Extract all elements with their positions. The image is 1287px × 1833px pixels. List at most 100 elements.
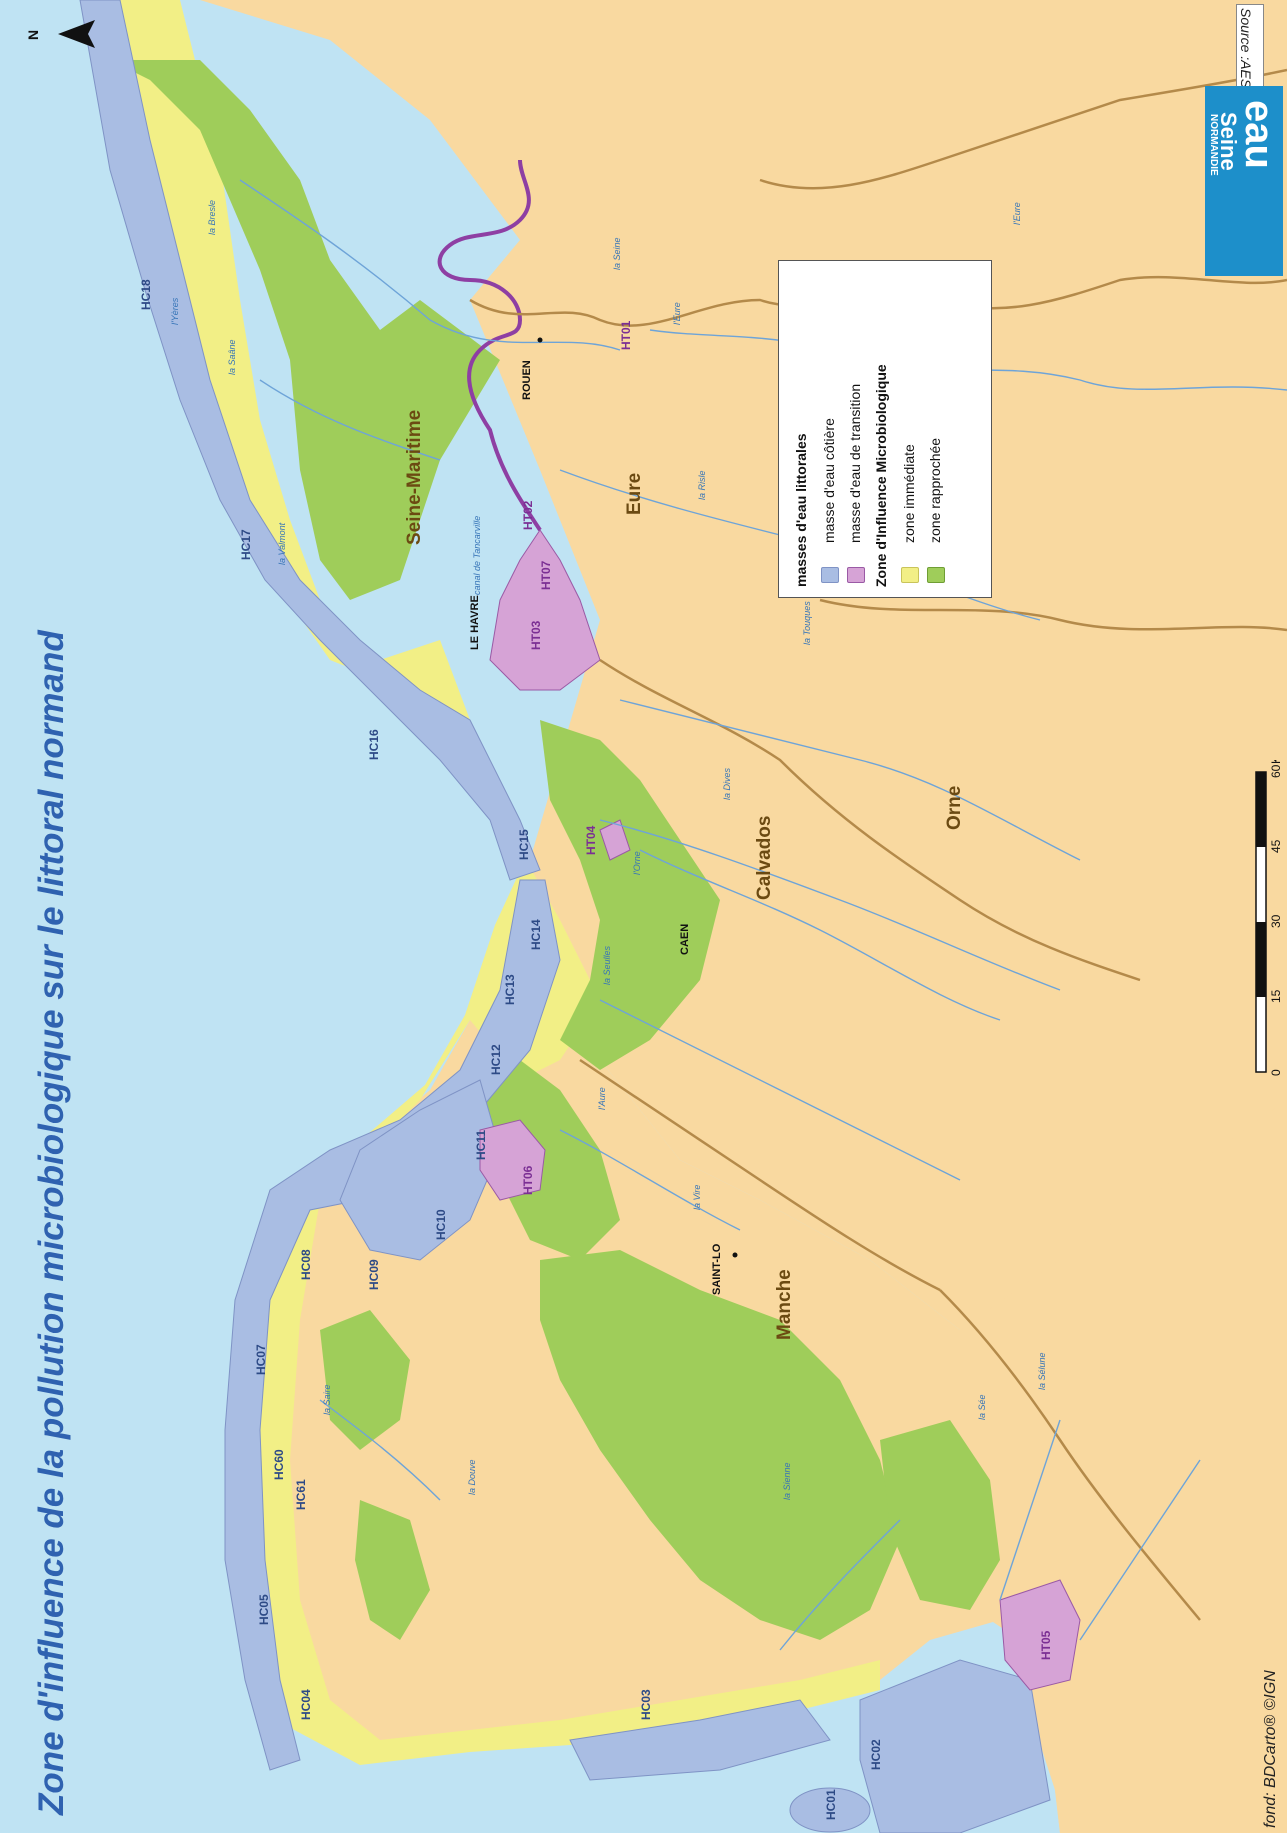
label-la-see: la Sée xyxy=(977,1394,987,1420)
scale-tick-60: 60 xyxy=(1269,764,1283,778)
label-calvados: Calvados xyxy=(754,816,775,900)
zone-close-seine-maritime xyxy=(110,60,500,600)
coastal-water-hc09-hc10 xyxy=(339,1079,501,1261)
label-la-sienne: la Sienne xyxy=(782,1462,792,1500)
logo-line1: eau xyxy=(1237,100,1281,169)
label-la-seine: la Seine xyxy=(612,237,622,270)
label-le-havre: LE HAVRE xyxy=(469,595,481,650)
label-hc18: HC18 xyxy=(139,279,153,310)
label-leure-south: l'Eure xyxy=(1012,202,1022,225)
label-la-seulles: la Seulles xyxy=(602,945,612,985)
label-la-saire: la Saire xyxy=(322,1384,332,1415)
coastal-water-north xyxy=(79,0,541,881)
legend-swatch-coastal xyxy=(821,567,839,583)
zone-close-cotentin xyxy=(320,1310,410,1450)
transition-water-ht03 xyxy=(489,529,601,691)
transition-water-ht06 xyxy=(479,1119,546,1201)
city-labels: ROUEN LE HAVRE CAEN SAINT-LO xyxy=(469,337,738,1295)
label-seine-maritime: Seine-Maritime xyxy=(404,410,425,545)
coastal-water-hc02 xyxy=(859,1659,1051,1833)
north-arrow-label: N xyxy=(25,30,41,40)
label-hc60: HC60 xyxy=(272,1449,286,1480)
label-orne: Orne xyxy=(944,786,965,830)
zone-close-bessin xyxy=(470,1050,620,1260)
river-labels: la Seine l'Eure la Risle la Touques la D… xyxy=(170,200,1047,1500)
transition-code-labels: HT01 HT02 HT07 HT03 HT06 HT04 HT05 xyxy=(521,320,1053,1660)
north-arrow-icon: N xyxy=(25,20,95,48)
label-eure: Eure xyxy=(624,473,645,515)
label-hc16: HC16 xyxy=(367,729,381,760)
scale-tick-0: 0 xyxy=(1269,1069,1283,1076)
label-ht04: HT04 xyxy=(584,825,598,855)
label-hc15: HC15 xyxy=(517,829,531,860)
label-canal-tancarville: canal de Tancarville xyxy=(472,516,482,595)
rivers xyxy=(239,179,1287,1651)
label-la-bresle: la Bresle xyxy=(207,200,217,235)
label-hc13: HC13 xyxy=(503,974,517,1005)
department-labels: Seine-Maritime Eure Calvados Orne Manche xyxy=(404,410,965,1340)
label-hc61: HC61 xyxy=(294,1479,308,1510)
legend-label-transition: masse d'eau de transition xyxy=(847,383,863,543)
legend-heading-zone: Zone d'Influence Microbiologique xyxy=(873,364,889,587)
label-hc08: HC08 xyxy=(299,1249,313,1280)
label-hc01: HC01 xyxy=(824,1789,838,1820)
legend-swatch-transition xyxy=(847,567,865,583)
label-la-risle: la Risle xyxy=(697,470,707,500)
label-hc05: HC05 xyxy=(257,1594,271,1625)
coastal-water-hc03 xyxy=(569,1699,831,1781)
legend-label-immediate: zone immédiate xyxy=(901,444,917,543)
label-hc11: HC11 xyxy=(474,1130,488,1160)
legend-swatch-close xyxy=(927,567,945,583)
scale-tick-45: 45 xyxy=(1269,839,1283,853)
scale-tick-15: 15 xyxy=(1269,989,1283,1003)
scale-tick-30: 30 xyxy=(1269,914,1283,928)
label-hc07: HC07 xyxy=(254,1344,268,1375)
label-la-dives: la Dives xyxy=(722,767,732,800)
zone-close-baie xyxy=(880,1420,1000,1610)
label-la-douve: la Douve xyxy=(467,1459,477,1495)
label-hc14: HC14 xyxy=(529,919,543,950)
zone-close-cotentin-west xyxy=(355,1500,430,1640)
label-hc03: HC03 xyxy=(639,1689,653,1720)
map-legend: masses d'eau littorales masse d'eau côti… xyxy=(778,260,992,598)
label-ht05: HT05 xyxy=(1039,1630,1053,1660)
label-hc04: HC04 xyxy=(299,1689,313,1720)
legend-label-coastal: masse d'eau côtière xyxy=(821,418,837,543)
label-manche: Manche xyxy=(774,1269,795,1340)
label-rouen: ROUEN xyxy=(521,360,533,400)
legend-swatch-immediate xyxy=(901,567,919,583)
label-hc12: HC12 xyxy=(489,1044,503,1075)
label-hc17: HC17 xyxy=(239,529,253,560)
label-ht03: HT03 xyxy=(529,620,543,650)
label-ht02: HT02 xyxy=(521,500,535,530)
label-la-valmont: la Valmont xyxy=(277,522,287,565)
agency-logo: eau Seine NORMANDIE xyxy=(1205,86,1283,276)
coastal-water-hc01 xyxy=(789,1787,871,1833)
transition-water-ht05 xyxy=(999,1579,1081,1691)
zone-close-manche xyxy=(540,1250,900,1640)
legend-label-close: zone rapprochée xyxy=(927,437,943,543)
transition-seine-channel xyxy=(437,159,542,532)
label-caen: CAEN xyxy=(679,924,691,955)
label-la-vire: la Vire xyxy=(692,1185,702,1210)
label-la-touques: la Touques xyxy=(802,601,812,645)
label-hc09: HC09 xyxy=(367,1259,381,1290)
label-hc02: HC02 xyxy=(869,1739,883,1770)
scale-unit: Km xyxy=(1269,760,1283,764)
label-ht01: HT01 xyxy=(619,320,633,350)
label-hc10: HC10 xyxy=(434,1209,448,1240)
scale-ticks: 0 15 30 45 60 Km xyxy=(1269,760,1283,1076)
label-la-saane: la Saâne xyxy=(227,339,237,375)
logo-line3: NORMANDIE xyxy=(1208,114,1219,176)
label-laure: l'Aure xyxy=(597,1087,607,1110)
label-lyeres: l'Yères xyxy=(170,297,180,325)
map-credit: fond: BDCarto® ©IGN xyxy=(1262,1670,1279,1828)
map-title: Zone d'influence de la pollution microbi… xyxy=(32,630,71,1815)
label-la-selune: la Sélune xyxy=(1037,1352,1047,1390)
label-lorne: l'Orne xyxy=(632,851,642,875)
zone-close-calvados xyxy=(540,720,720,1070)
label-ht07: HT07 xyxy=(539,560,553,590)
label-ht06: HT06 xyxy=(521,1165,535,1195)
